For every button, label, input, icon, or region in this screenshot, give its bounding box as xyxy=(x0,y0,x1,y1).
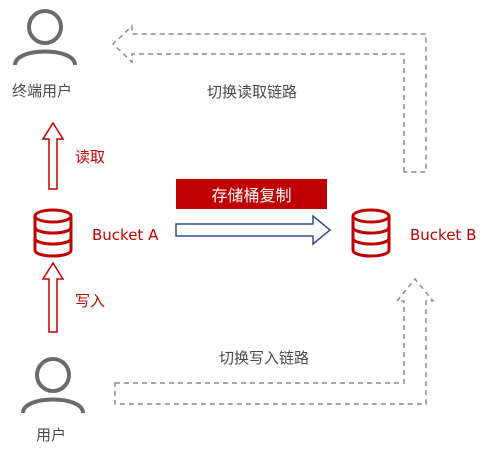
switch-write-label: 切换写入链路 xyxy=(219,349,310,367)
write-label: 写入 xyxy=(75,292,106,310)
read-arrow xyxy=(41,121,65,190)
replication-banner: 存储桶复制 xyxy=(176,179,327,209)
bucket-b-label: Bucket B xyxy=(410,226,477,244)
bucket-a-icon xyxy=(33,208,73,258)
user-icon xyxy=(21,357,85,414)
switch-read-label: 切换读取链路 xyxy=(207,83,298,101)
end-user-icon xyxy=(13,9,77,66)
read-label: 读取 xyxy=(75,148,106,166)
bucket-a-label: Bucket A xyxy=(92,226,159,244)
switch-read-arrow xyxy=(111,24,427,173)
replication-arrow xyxy=(175,214,332,246)
end-user-label: 终端用户 xyxy=(12,82,73,100)
user-label: 用户 xyxy=(36,426,67,444)
switch-write-arrow xyxy=(114,277,435,405)
bucket-b-icon xyxy=(351,208,391,258)
write-arrow xyxy=(41,261,65,333)
